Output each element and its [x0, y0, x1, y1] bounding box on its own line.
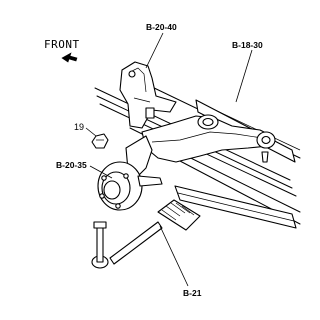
- front-arrow-icon: [61, 52, 78, 63]
- knuckle-hub-assembly: [97, 135, 163, 211]
- front-indicator: FRONT: [44, 38, 80, 63]
- leader-lines: [85, 32, 253, 287]
- lower-control-arm: [141, 114, 276, 163]
- upper-arm-bracket: [119, 61, 177, 129]
- suspension-exploded-diagram: FRONT: [44, 22, 301, 298]
- tie-rod-boot: [91, 199, 201, 269]
- callout-b-18-30: B-18-30: [232, 40, 263, 50]
- callout-b-20-35: B-20-35: [56, 160, 87, 170]
- nut-part-19: [91, 133, 109, 149]
- callout-b-21: B-21: [183, 288, 202, 298]
- callout-19: 19: [74, 122, 84, 132]
- callout-b-20-40: B-20-40: [146, 22, 177, 32]
- front-label: FRONT: [44, 38, 80, 51]
